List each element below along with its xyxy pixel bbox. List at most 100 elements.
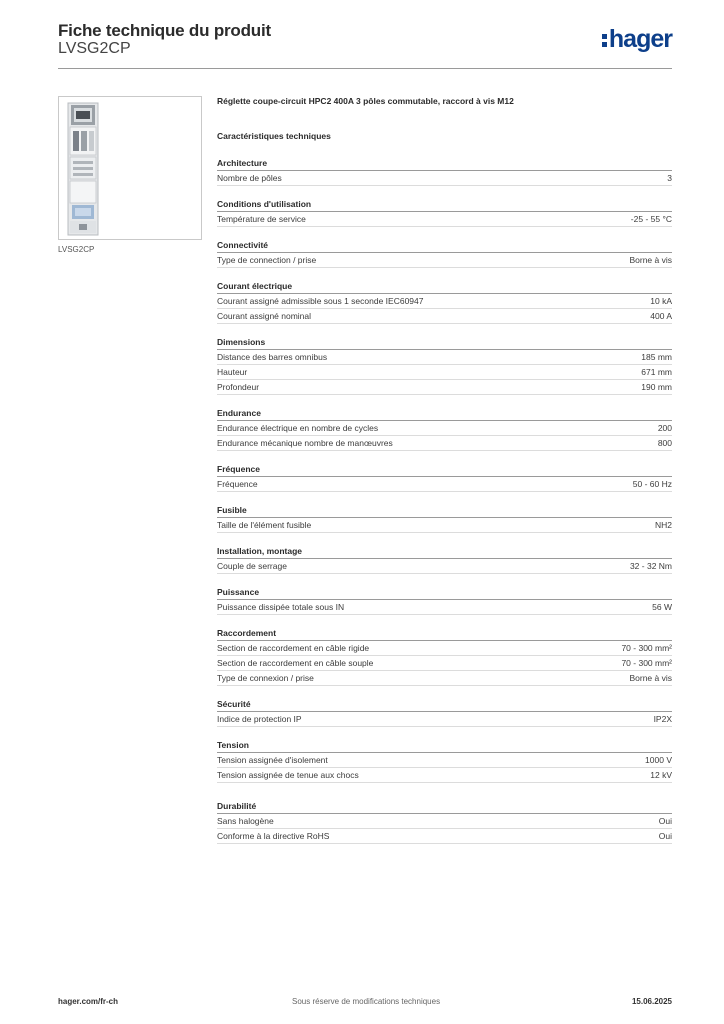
product-image-caption: LVSG2CP	[58, 245, 95, 254]
spec-value: -25 - 55 °C	[630, 214, 672, 224]
technical-content: Réglette coupe-circuit HPC2 400A 3 pôles…	[217, 95, 672, 844]
spec-value: 32 - 32 Nm	[629, 561, 672, 571]
spec-value: NH2	[654, 520, 672, 530]
spec-group-title: Durabilité	[217, 800, 672, 814]
footer-disclaimer: Sous réserve de modifications techniques	[292, 997, 441, 1006]
spec-label: Conforme à la directive RoHS	[217, 831, 330, 841]
spec-row: Hauteur 671 mm	[217, 365, 672, 380]
spec-label: Section de raccordement en câble rigide	[217, 643, 370, 653]
spec-row: Endurance électrique en nombre de cycles…	[217, 421, 672, 436]
spec-label: Nombre de pôles	[217, 173, 282, 183]
spec-row: Distance des barres omnibus 185 mm	[217, 350, 672, 365]
spec-value: Oui	[658, 816, 672, 826]
spec-label: Indice de protection IP	[217, 714, 302, 724]
spec-group-title: Fusible	[217, 504, 672, 518]
page-footer: hager.com/fr-ch Sous réserve de modifica…	[58, 997, 672, 1009]
spec-value: 70 - 300 mm²	[621, 643, 672, 653]
spec-row: Tension assignée d'isolement 1000 V	[217, 753, 672, 768]
spec-value: IP2X	[653, 714, 672, 724]
spec-row: Profondeur 190 mm	[217, 380, 672, 395]
spec-label: Distance des barres omnibus	[217, 352, 328, 362]
spec-row: Courant assigné admissible sous 1 second…	[217, 294, 672, 309]
spec-group-title: Dimensions	[217, 336, 672, 350]
spec-row: Type de connection / prise Borne à vis	[217, 253, 672, 268]
spec-row: Type de connexion / prise Borne à vis	[217, 671, 672, 686]
spec-group-title: Connectivité	[217, 239, 672, 253]
spec-value: 185 mm	[641, 352, 672, 362]
spec-value: Borne à vis	[629, 255, 672, 265]
spec-label: Endurance électrique en nombre de cycles	[217, 423, 379, 433]
product-reference: LVSG2CP	[58, 40, 131, 57]
product-image	[58, 96, 202, 240]
spec-value: 56 W	[652, 602, 672, 612]
spec-group-title: Courant électrique	[217, 280, 672, 294]
spec-label: Courant assigné nominal	[217, 311, 312, 321]
spec-row: Section de raccordement en câble rigide 7…	[217, 641, 672, 656]
spec-label: Taille de l'élément fusible	[217, 520, 312, 530]
spec-label: Courant assigné admissible sous 1 second…	[217, 296, 424, 306]
spec-group-title: Endurance	[217, 407, 672, 421]
spec-label: Type de connection / prise	[217, 255, 317, 265]
spec-label: Tension assignée d'isolement	[217, 755, 328, 765]
spec-label: Profondeur	[217, 382, 260, 392]
logo-colon-icon	[601, 34, 607, 47]
spec-label: Section de raccordement en câble souple	[217, 658, 374, 668]
spec-value: 3	[667, 173, 672, 183]
spec-row: Température de service -25 - 55 °C	[217, 212, 672, 227]
spec-value: 10 kA	[650, 296, 672, 306]
spec-label: Type de connexion / prise	[217, 673, 314, 683]
spec-row: Indice de protection IP IP2X	[217, 712, 672, 727]
spec-group-title: Sécurité	[217, 698, 672, 712]
spec-row: Conforme à la directive RoHS Oui	[217, 829, 672, 844]
spec-group-title: Tension	[217, 739, 672, 753]
spec-label: Fréquence	[217, 479, 258, 489]
spec-label: Tension assignée de tenue aux chocs	[217, 770, 359, 780]
section-heading: Caractéristiques techniques	[217, 131, 331, 141]
spec-value: 70 - 300 mm²	[621, 658, 672, 668]
spec-value: 1000 V	[645, 755, 672, 765]
header-divider	[58, 68, 672, 69]
hager-logo[interactable]: hager	[601, 24, 673, 54]
spec-value: 400 A	[650, 311, 672, 321]
spec-group-title: Puissance	[217, 586, 672, 600]
footer-date: 15.06.2025	[631, 997, 672, 1006]
spec-row: Nombre de pôles 3	[217, 171, 672, 186]
footer-website-link[interactable]: hager.com/fr-ch	[58, 997, 119, 1006]
spec-group-title: Architecture	[217, 157, 672, 171]
spec-value: 671 mm	[641, 367, 672, 377]
spec-value: Oui	[658, 831, 672, 841]
page-header: Fiche technique du produit LVSG2CP hager	[58, 20, 673, 68]
fuse-switch-product-photo	[67, 102, 99, 236]
spec-group-title: Conditions d'utilisation	[217, 198, 672, 212]
spec-value: 800	[657, 438, 672, 448]
spec-row: Fréquence 50 - 60 Hz	[217, 477, 672, 492]
spec-row: Courant assigné nominal 400 A	[217, 309, 672, 324]
spec-row: Taille de l'élément fusible NH2	[217, 518, 672, 533]
spec-row: Tension assignée de tenue aux chocs 12 kV	[217, 768, 672, 783]
spec-group-title: Installation, montage	[217, 545, 672, 559]
spec-group-title: Fréquence	[217, 463, 672, 477]
spec-value: 50 - 60 Hz	[632, 479, 672, 489]
spec-label: Puissance dissipée totale sous IN	[217, 602, 345, 612]
spec-label: Température de service	[217, 214, 306, 224]
spec-value: Borne à vis	[629, 673, 672, 683]
spec-value: 190 mm	[641, 382, 672, 392]
document-title: Fiche technique du produit	[58, 21, 271, 40]
spec-value: 12 kV	[650, 770, 672, 780]
spec-label: Hauteur	[217, 367, 248, 377]
